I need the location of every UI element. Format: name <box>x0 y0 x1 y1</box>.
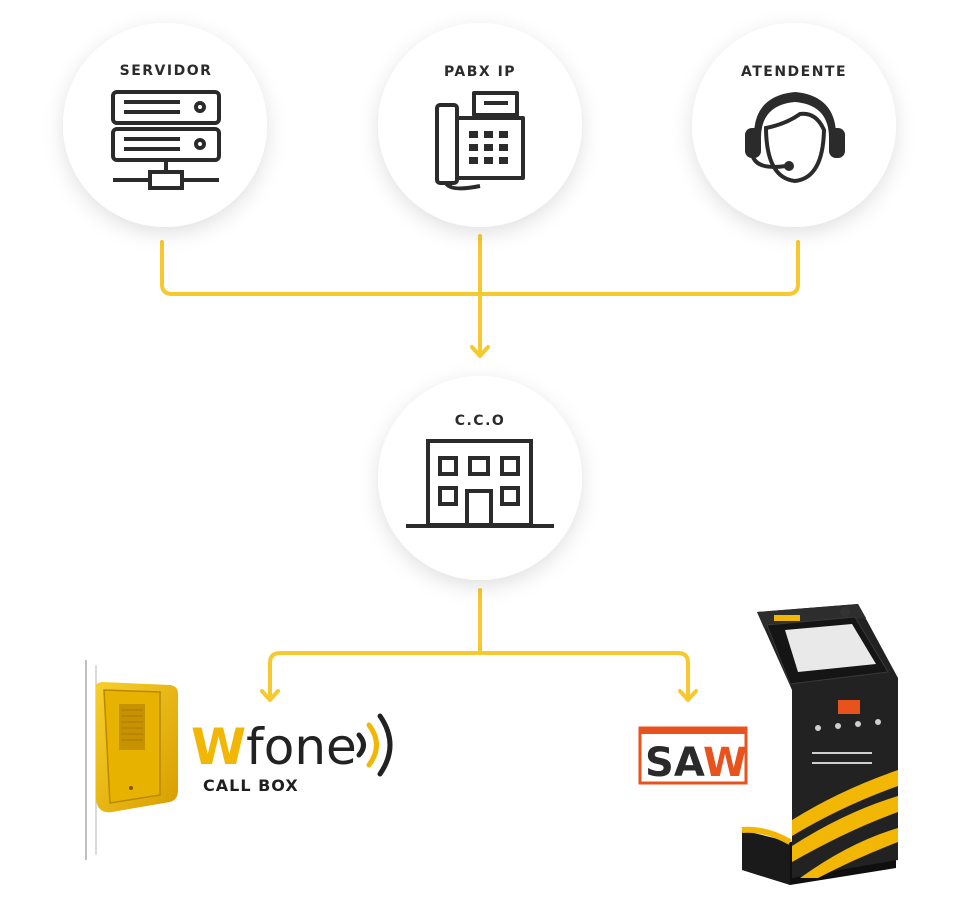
arrow-to-saw <box>678 689 698 702</box>
headset-attendant-icon <box>745 92 845 184</box>
node-servidor: SERVIDOR <box>63 23 267 227</box>
wfone-brand-w: W <box>191 718 246 776</box>
connector-atendente <box>478 240 800 296</box>
node-circle <box>378 23 582 227</box>
wfone-brand-fone: fone <box>246 718 357 776</box>
connector-servidor <box>160 240 482 296</box>
node-cco: C.C.O <box>378 376 582 580</box>
saw-letter-a: A <box>674 740 705 786</box>
kiosk-image <box>741 604 898 885</box>
building-icon <box>406 439 554 528</box>
node-atendente: ATENDENTE <box>692 23 896 227</box>
node-circle <box>378 376 582 580</box>
node-label-servidor: SERVIDOR <box>120 63 213 79</box>
saw-logo: SAW <box>638 726 748 786</box>
wfone-sub-label: CALL BOX <box>203 776 299 795</box>
node-label-atendente: ATENDENTE <box>741 64 847 80</box>
wfone-logo: Wfone CALL BOX <box>191 713 393 795</box>
ip-phone-icon <box>435 91 525 191</box>
server-icon <box>111 90 221 190</box>
signal-icon <box>356 713 393 777</box>
node-pabx: PABX IP <box>378 23 582 227</box>
connectors <box>160 234 800 702</box>
node-label-cco: C.C.O <box>455 413 506 429</box>
svg-text:Wfone: Wfone <box>191 718 357 776</box>
connector-to-wfone <box>268 651 482 700</box>
saw-letter-w: W <box>703 740 747 786</box>
saw-letter-s: S <box>645 740 674 786</box>
call-box-image <box>85 660 178 860</box>
connector-to-saw <box>478 651 690 700</box>
arrow-to-cco <box>470 345 490 358</box>
node-label-pabx: PABX IP <box>444 64 516 80</box>
arrow-to-wfone <box>260 689 280 702</box>
svg-text:SAW: SAW <box>645 740 747 786</box>
node-circle <box>692 23 896 227</box>
